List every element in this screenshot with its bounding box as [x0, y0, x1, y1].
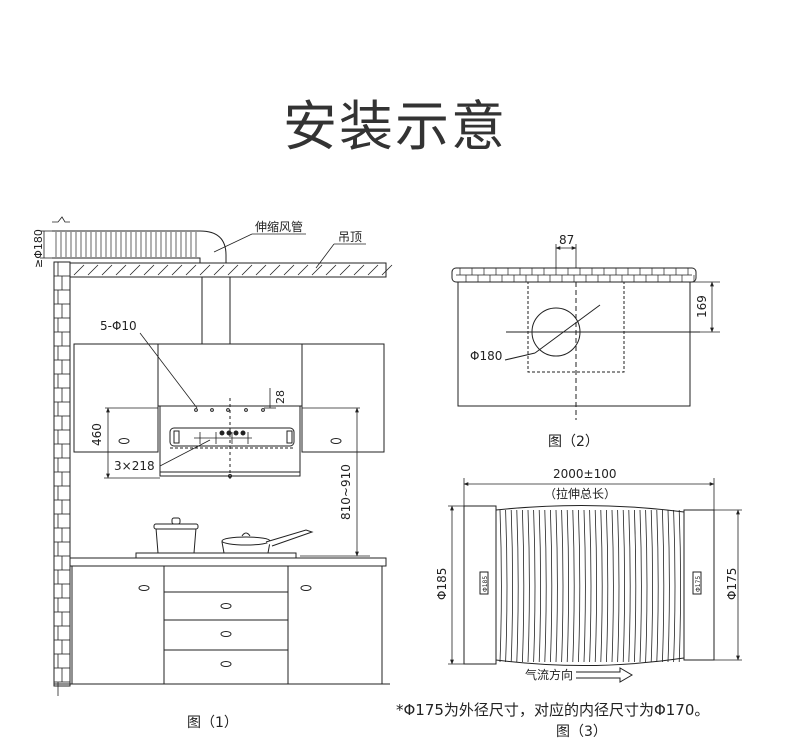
label-length-note: （拉伸总长） — [544, 486, 616, 501]
label-flow: 气流方向 — [525, 667, 573, 682]
tag-left: Φ185 — [482, 576, 489, 592]
label-duct: 伸缩风管 — [255, 219, 303, 234]
upper-cabinet-mid — [157, 343, 303, 407]
upper-cabinet-right — [301, 343, 385, 453]
label-28: 28 — [274, 390, 287, 404]
label-length: 2000±100 — [553, 467, 617, 481]
label-87: 87 — [559, 233, 574, 247]
figure-1 — [40, 216, 393, 696]
label-169: 169 — [695, 295, 709, 318]
countertop — [69, 557, 387, 567]
fig1-caption: 图（1） — [187, 715, 238, 731]
label-spacing: 3×218 — [114, 459, 155, 473]
label-left-dia: Φ185 — [435, 568, 449, 600]
figure-3 — [448, 478, 742, 683]
footnote: *Φ175为外径尺寸，对应的内径尺寸为Φ170。 — [396, 701, 710, 719]
fig2-caption: 图（2） — [548, 434, 599, 450]
tag-right: Φ175 — [695, 576, 702, 592]
label-holes: 5-Φ10 — [100, 319, 137, 333]
page-title: 安装示意 — [283, 95, 507, 158]
cooktop — [135, 517, 314, 559]
fig3-caption: 图（3） — [556, 724, 607, 740]
label-460: 460 — [90, 423, 104, 446]
brick-wall — [53, 261, 71, 696]
label-hole-dia: Φ180 — [470, 349, 502, 363]
label-ceiling: 吊顶 — [338, 230, 362, 244]
figure-2 — [451, 244, 720, 420]
lower-cabinet-left — [71, 565, 165, 685]
range-hood — [159, 398, 301, 480]
upper-cabinet-left — [73, 343, 159, 453]
flex-duct — [52, 216, 227, 264]
label-duct-diameter: ≥Φ180 — [32, 229, 45, 268]
lower-cabinet-right — [287, 565, 383, 685]
label-height: 810~910 — [339, 464, 353, 520]
ceiling-slab — [69, 262, 393, 278]
label-right-dia: Φ175 — [725, 568, 739, 600]
